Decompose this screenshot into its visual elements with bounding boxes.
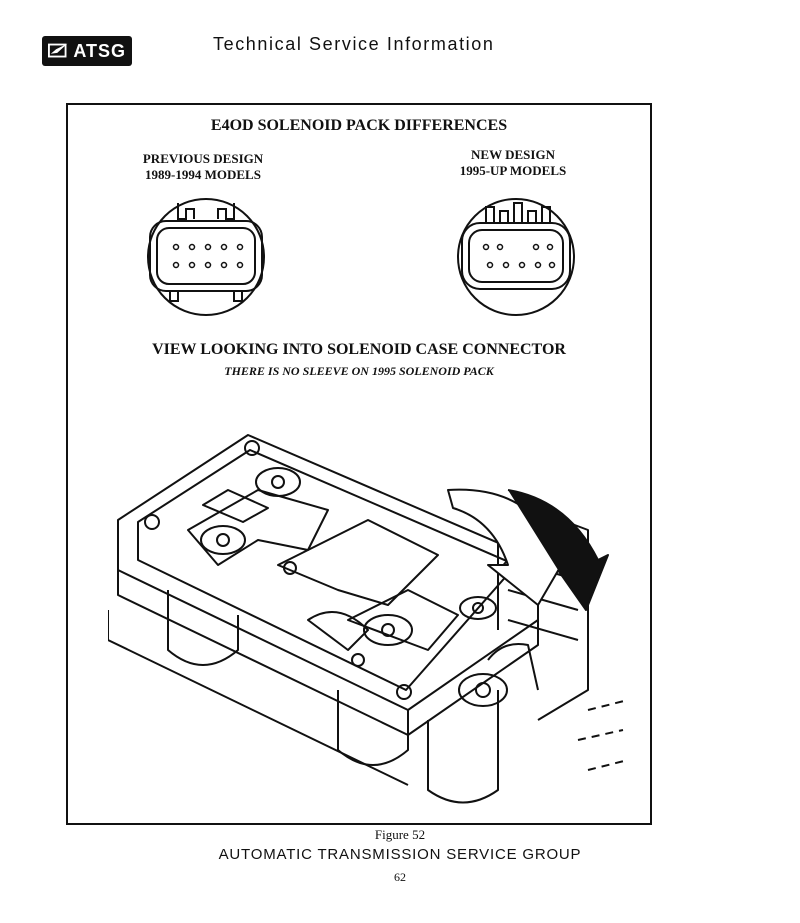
note-label: THERE IS NO SLEEVE ON 1995 SOLENOID PACK [224, 364, 494, 378]
view-label: VIEW LOOKING INTO SOLENOID CASE CONNECTO… [152, 341, 566, 358]
previous-design-line2: 1989-1994 MODELS [145, 167, 261, 182]
footer-text: AUTOMATIC TRANSMISSION SERVICE GROUP [218, 846, 582, 863]
logo-text: ATSG [73, 40, 126, 61]
page-header-title: Technical Service Information [213, 34, 495, 54]
page-number: 62 [394, 870, 406, 884]
new-design-line1: NEW DESIGN [471, 147, 555, 162]
figure-frame: E4OD SOLENOID PACK DIFFERENCES PREVIOUS … [66, 103, 652, 825]
check-logo-icon [48, 43, 68, 58]
atsg-logo: ATSG [42, 36, 132, 66]
previous-design-line1: PREVIOUS DESIGN [142, 151, 264, 166]
solenoid-pack-illustration [108, 434, 629, 804]
new-design-line2: 1995-UP MODELS [459, 163, 567, 178]
previous-connector-diagram [147, 198, 265, 316]
new-design-label: NEW DESIGN 1995-UP MODELS [438, 147, 588, 179]
new-connector-diagram [457, 198, 575, 316]
figure-title: E4OD SOLENOID PACK DIFFERENCES [210, 117, 508, 134]
previous-design-label: PREVIOUS DESIGN 1989-1994 MODELS [128, 151, 278, 183]
figure-caption: Figure 52 [374, 827, 426, 842]
